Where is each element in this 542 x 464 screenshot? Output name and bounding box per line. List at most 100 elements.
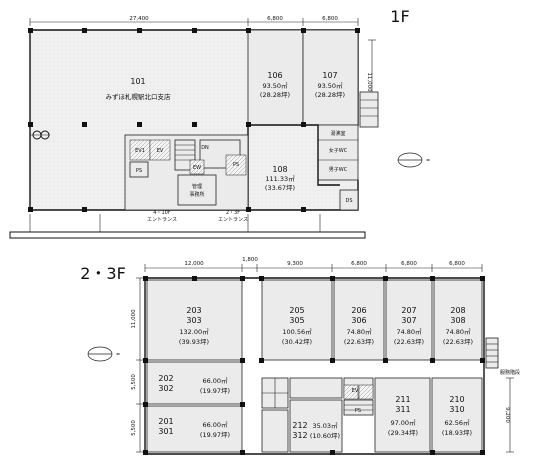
room-212-a: 212 [292, 421, 307, 430]
label-ev2: EV [157, 148, 164, 154]
room-106-tsubo: (28.28坪) [260, 91, 290, 99]
room-201-a: 201 [158, 417, 173, 426]
dim-23f-c: 9,300 [287, 261, 303, 267]
label-service-stair: 服務階段 [500, 369, 520, 376]
label-ps1: PS [136, 168, 142, 174]
dim-23f-f: 6,800 [449, 261, 465, 267]
dim-23f-d: 6,800 [351, 261, 367, 267]
dim-23f-left-a: 11,000 [131, 309, 137, 329]
label-ev1: EV1 [135, 148, 145, 154]
room-203: 203 303 132.00㎡ (39.93坪) [179, 306, 209, 346]
room-207-tsubo: (22.63坪) [394, 338, 424, 346]
entrance-circles-1f [30, 130, 50, 140]
dim-23f-e: 6,800 [401, 261, 417, 267]
floor-title-2-3f: 2・3F [80, 264, 126, 283]
label-yuden: 湯沸室 [330, 130, 345, 137]
room-107-id: 107 [322, 71, 337, 80]
dim-23f-b: 1,800 [242, 257, 258, 263]
svg-text:=: = [426, 158, 430, 164]
room-206-b: 306 [351, 316, 366, 325]
room-108-tsubo: (33.67坪) [265, 184, 295, 192]
room-206-area: 74.80㎡ [346, 327, 372, 336]
room-107-tsubo: (28.28坪) [315, 91, 345, 99]
room-211-area: 97.00㎡ [390, 418, 416, 427]
room-202-a: 202 [158, 374, 173, 383]
room-202-b: 302 [158, 384, 173, 393]
floor-title-1f: 1F [390, 7, 409, 26]
dim-23f-right: 9,200 [504, 407, 510, 423]
room-205-b: 305 [289, 316, 304, 325]
room-107-area: 93.50㎡ [317, 81, 343, 90]
room-207: 207 307 74.80㎡ (22.63坪) [394, 306, 424, 346]
label-entrance-2: エントランス [218, 217, 248, 223]
room-205-area: 100.56㎡ [282, 327, 312, 336]
room-208-tsubo: (22.63坪) [443, 338, 473, 346]
room-207-b: 307 [401, 316, 416, 325]
room-210-tsubo: (18.93坪) [442, 429, 472, 437]
room-212-b: 312 [292, 431, 307, 440]
room-108-area: 111.33㎡ [265, 174, 295, 183]
label-entrance-1: エントランス [147, 217, 177, 223]
room-201-area: 66.00㎡ [202, 420, 228, 429]
room-203-area: 132.00㎡ [179, 327, 209, 336]
room-207-a: 207 [401, 306, 416, 315]
room-203-tsubo: (39.93坪) [179, 338, 209, 346]
room-202-area: 66.00㎡ [202, 376, 228, 385]
room-108-id: 108 [272, 165, 287, 174]
svg-text:=: = [116, 352, 120, 358]
dim-1f-c: 6,800 [322, 16, 338, 22]
label-wc-female: 女子WC [329, 147, 348, 154]
room-208-area: 74.80㎡ [445, 327, 471, 336]
room-207-area: 74.80㎡ [396, 327, 422, 336]
room-208: 208 308 74.80㎡ (22.63坪) [443, 306, 473, 346]
label-mgmt2: 事務所 [189, 191, 204, 198]
room-202-tsubo: (19.97坪) [200, 387, 230, 395]
room-203-a: 203 [186, 306, 201, 315]
room-210-a: 210 [449, 395, 464, 404]
dim-23f-a: 12,000 [184, 261, 204, 267]
room-101-id: 101 [130, 77, 145, 86]
room-206-a: 206 [351, 306, 366, 315]
room-212-area: 35.03㎡ [312, 421, 338, 430]
label-ps-23f: PS [355, 408, 361, 414]
room-211: 211 311 97.00㎡ (29.34坪) [388, 395, 418, 437]
room-205-a: 205 [289, 306, 304, 315]
label-dn: DN [201, 145, 209, 151]
room-206: 206 306 74.80㎡ (22.63坪) [344, 306, 374, 346]
room-205: 205 305 100.56㎡ (30.42坪) [282, 306, 312, 346]
label-wc-male: 男子WC [329, 166, 348, 173]
room-106-area: 93.50㎡ [262, 81, 288, 90]
room-203-b: 303 [186, 316, 201, 325]
room-201-tsubo: (19.97坪) [200, 431, 230, 439]
label-entrance-4-10f: 4・10F [153, 210, 171, 216]
label-mgmt1: 管理 [192, 183, 202, 190]
dim-23f-left-b: 5,500 [131, 374, 137, 390]
label-ev-23f: EV [352, 388, 359, 394]
room-211-a: 211 [395, 395, 410, 404]
dim-1f-a: 27,400 [129, 16, 149, 22]
columns-2-3f [143, 276, 485, 455]
room-202: 202 302 66.00㎡ (19.97坪) [158, 374, 230, 395]
dim-1f-b: 6,800 [267, 16, 283, 22]
room-211-b: 311 [395, 405, 410, 414]
room-212-tsubo: (10.60坪) [310, 432, 340, 440]
label-ew: EW [193, 165, 201, 171]
label-ds: DS [345, 198, 352, 204]
room-211-tsubo: (29.34坪) [388, 429, 418, 437]
dim-23f-left-c: 5,500 [131, 420, 137, 436]
room-106-id: 106 [267, 71, 282, 80]
room-208-b: 308 [450, 316, 465, 325]
room-210: 210 310 62.56㎡ (18.93坪) [442, 395, 472, 437]
room-212: 212 312 35.03㎡ (10.60坪) [292, 421, 340, 440]
label-entrance-2-3f: 2・3F [226, 210, 240, 216]
room-208-a: 208 [450, 306, 465, 315]
room-205-tsubo: (30.42坪) [282, 338, 312, 346]
columns-1f [28, 28, 360, 212]
floor-2-3f: 2・3F 12,000 1,800 9,300 6,800 6,800 6,80… [80, 257, 520, 455]
room-201-b: 301 [158, 427, 173, 436]
north-arrow-icon: = [87, 346, 120, 362]
label-ps2: PS [233, 162, 239, 168]
dim-1f-right: 11,000 [366, 72, 372, 92]
north-arrow-icon: = [397, 152, 430, 168]
